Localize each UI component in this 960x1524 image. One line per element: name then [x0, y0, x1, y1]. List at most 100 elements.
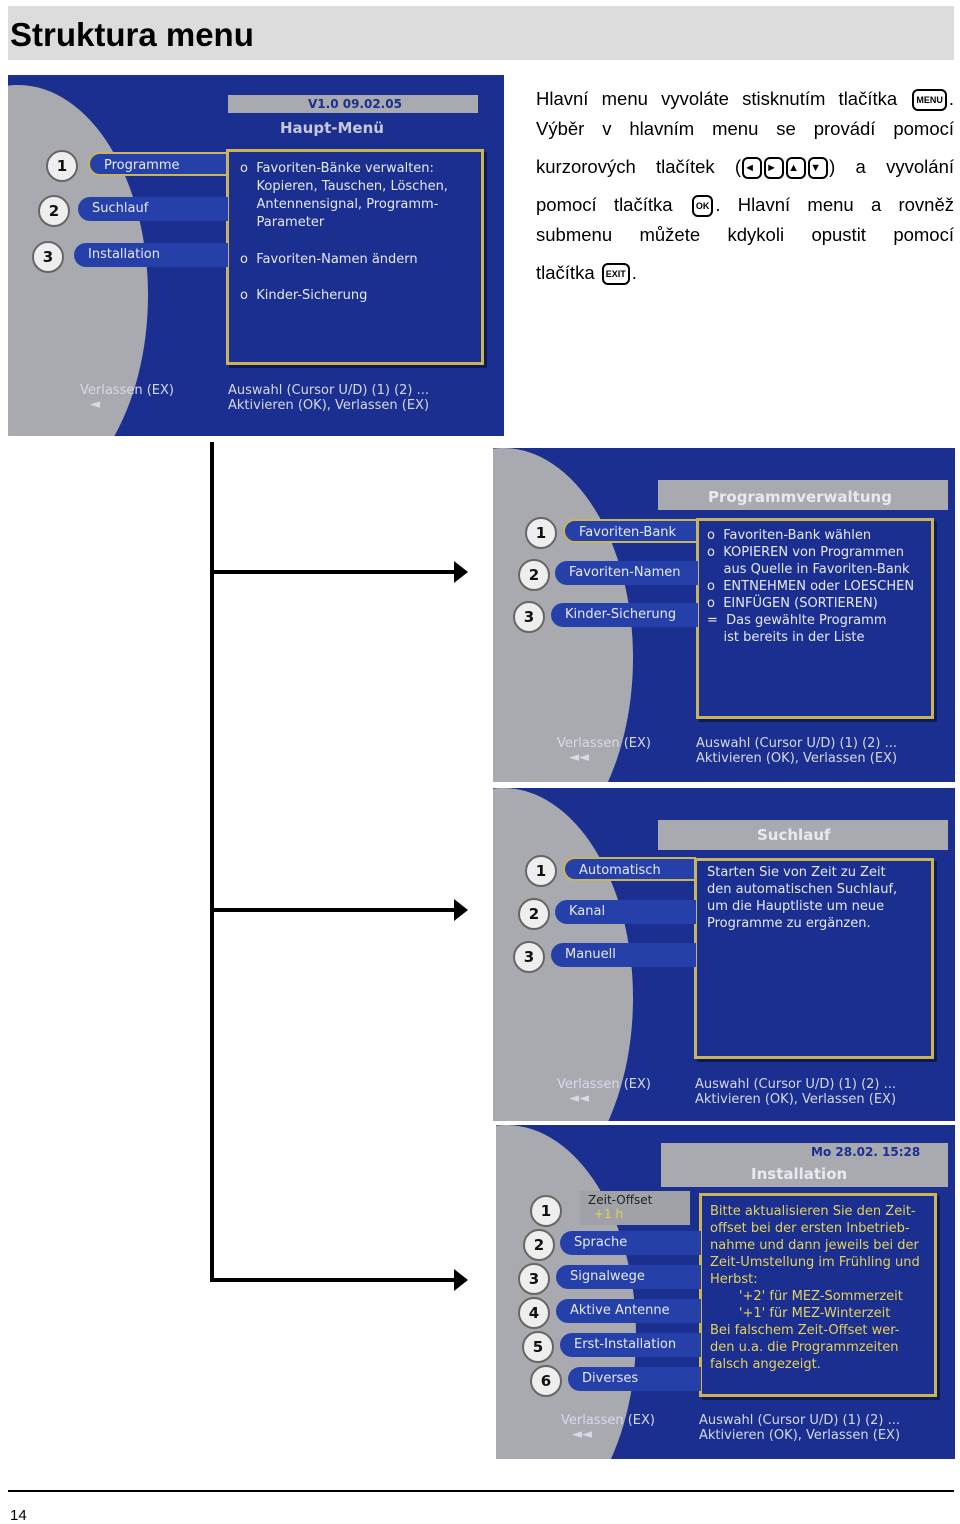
- zeit-offset-field[interactable]: Zeit-Offset +1 h: [580, 1191, 690, 1225]
- desc-line-3b: ) a vyvolání: [829, 156, 954, 177]
- item-number-3: 3: [513, 941, 545, 973]
- desc-line-5: submenu můžete kdykoli opustit pomocí: [536, 224, 954, 245]
- exit-label[interactable]: Verlassen (EX): [80, 383, 174, 398]
- footer-hint: Auswahl (Cursor U/D) (1) (2) ... Aktivie…: [228, 383, 430, 413]
- footer-hint: Auswahl (Cursor U/D) (1) (2) ... Aktivie…: [696, 736, 898, 766]
- menu-title: Haupt-Menü: [280, 119, 384, 137]
- zeit-offset-value: +1 h: [594, 1207, 624, 1221]
- exit-label[interactable]: Verlassen (EX): [561, 1413, 655, 1428]
- info-panel: [226, 149, 484, 365]
- menu-item-installation[interactable]: Installation: [74, 243, 228, 267]
- item-number-3: 3: [518, 1263, 550, 1295]
- item-number-1: 1: [530, 1195, 562, 1227]
- right-key-icon: ►: [764, 157, 785, 180]
- item-number-5: 5: [522, 1331, 554, 1363]
- info-text: Starten Sie von Zeit zu Zeit den automat…: [707, 865, 898, 931]
- item-number-6: 6: [530, 1365, 562, 1397]
- info-line-2: Kopieren, Tauschen, Löschen,: [240, 179, 448, 194]
- info-line-5: o Favoriten-Namen ändern: [240, 252, 418, 267]
- footer-rule: [8, 1490, 954, 1492]
- menu-item-sprache[interactable]: Sprache: [560, 1231, 701, 1255]
- info-text: Bitte aktualisieren Sie den Zeit- offset…: [710, 1204, 920, 1372]
- desc-line-4b: . Hlavní menu a rovněž: [715, 194, 955, 215]
- info-line-4: Parameter: [240, 215, 325, 230]
- desc-dot-6: .: [631, 262, 637, 283]
- exit-label[interactable]: Verlassen (EX): [557, 1077, 651, 1092]
- connector-vertical-line: [210, 442, 214, 1282]
- menu-item-favoriten-bank[interactable]: Favoriten-Bank: [563, 519, 698, 543]
- exit-key-icon: EXIT: [601, 263, 630, 286]
- item-number-2: 2: [38, 195, 70, 227]
- item-number-2: 2: [523, 1229, 555, 1261]
- menu-title: Programmverwaltung: [708, 488, 892, 506]
- info-line-3: Antennensignal, Programm-: [240, 197, 439, 212]
- item-number-3: 3: [32, 241, 64, 273]
- item-number-2: 2: [518, 898, 550, 930]
- header-bar: [658, 820, 948, 850]
- info-panel: [696, 518, 934, 719]
- menu-item-automatisch[interactable]: Automatisch: [563, 857, 696, 881]
- desc-line-1: Hlavní menu vyvoláte stisknutím tlačítka: [536, 88, 898, 109]
- menu-item-suchlauf[interactable]: Suchlauf: [78, 197, 228, 221]
- desc-dot-1: .: [948, 88, 954, 109]
- footer-hint: Auswahl (Cursor U/D) (1) (2) ... Aktivie…: [699, 1413, 901, 1443]
- menu-item-erst-installation[interactable]: Erst-Installation: [560, 1333, 701, 1357]
- title-bar: Struktura menu: [8, 6, 954, 60]
- back-icon: ◄◄: [572, 1427, 592, 1442]
- version-label: V1.0 09.02.05: [308, 97, 402, 111]
- item-number-1: 1: [525, 517, 557, 549]
- screen-arc: [496, 1125, 636, 1459]
- desc-line-3: kurzorových tlačítek (: [536, 156, 742, 177]
- back-icon: ◄: [90, 397, 100, 412]
- connector-line-2: [210, 908, 454, 912]
- info-line-6: o Kinder-Sicherung: [240, 288, 368, 303]
- program-menu-screen: Programmverwaltung 1 Favoriten-Bank 2 Fa…: [493, 448, 955, 782]
- menu-item-diverses[interactable]: Diverses: [568, 1367, 701, 1391]
- item-number-1: 1: [46, 150, 78, 182]
- info-text: o Favoriten-Bank wählen o KOPIEREN von P…: [707, 528, 915, 645]
- item-number-1: 1: [525, 855, 557, 887]
- down-key-icon: ▼: [808, 157, 829, 180]
- up-key-icon: ▲: [786, 157, 807, 180]
- footer-hint: Auswahl (Cursor U/D) (1) (2) ... Aktivie…: [695, 1077, 897, 1107]
- search-menu-screen: Suchlauf 1 Automatisch 2 Kanal 3 Manuell…: [493, 788, 955, 1121]
- zeit-offset-label: Zeit-Offset: [588, 1193, 653, 1207]
- desc-line-6: tlačítka: [536, 262, 595, 283]
- datetime-label: Mo 28.02. 15:28: [811, 1145, 921, 1159]
- item-number-3: 3: [513, 601, 545, 633]
- connector-line-1: [210, 570, 454, 574]
- main-menu-screen: V1.0 09.02.05 Haupt-Menü 1 Programme 2 S…: [8, 75, 504, 436]
- info-panel: [699, 1193, 937, 1397]
- item-number-4: 4: [518, 1297, 550, 1329]
- header-bar: [658, 480, 948, 510]
- header-bar: [228, 95, 478, 113]
- menu-title: Suchlauf: [757, 826, 831, 844]
- desc-line-4: pomocí tlačítka: [536, 194, 673, 215]
- info-line-1: o Favoriten-Bänke verwalten:: [240, 161, 434, 176]
- arrow-right-icon: [454, 561, 468, 583]
- connector-line-3: [210, 1278, 454, 1282]
- back-icon: ◄◄: [569, 750, 589, 765]
- menu-item-signalwege[interactable]: Signalwege: [556, 1265, 701, 1289]
- back-icon: ◄◄: [569, 1091, 589, 1106]
- menu-item-aktive-antenne[interactable]: Aktive Antenne: [556, 1299, 701, 1323]
- left-key-icon: ◄: [742, 157, 763, 180]
- arrow-right-icon: [454, 899, 468, 921]
- exit-label[interactable]: Verlassen (EX): [557, 736, 651, 751]
- header-bar: [661, 1143, 948, 1187]
- arrow-right-icon: [454, 1269, 468, 1291]
- menu-item-kanal[interactable]: Kanal: [555, 900, 696, 924]
- item-number-2: 2: [518, 559, 550, 591]
- menu-item-programme[interactable]: Programme: [88, 152, 228, 176]
- menu-item-kinder-sicherung[interactable]: Kinder-Sicherung: [551, 603, 698, 627]
- install-menu-screen: Mo 28.02. 15:28 Installation 1 Zeit-Offs…: [496, 1125, 955, 1459]
- desc-line-2: Výběr v hlavním menu se provádí pomocí: [536, 118, 954, 139]
- menu-title: Installation: [751, 1165, 848, 1183]
- page-title: Struktura menu: [10, 16, 254, 53]
- description-text: Hlavní menu vyvoláte stisknutím tlačítka…: [536, 86, 954, 290]
- page-number: 14: [10, 1507, 27, 1524]
- menu-item-favoriten-namen[interactable]: Favoriten-Namen: [555, 561, 698, 585]
- ok-key-icon: OK: [691, 195, 714, 218]
- info-panel: [694, 858, 934, 1059]
- menu-item-manuell[interactable]: Manuell: [551, 943, 696, 967]
